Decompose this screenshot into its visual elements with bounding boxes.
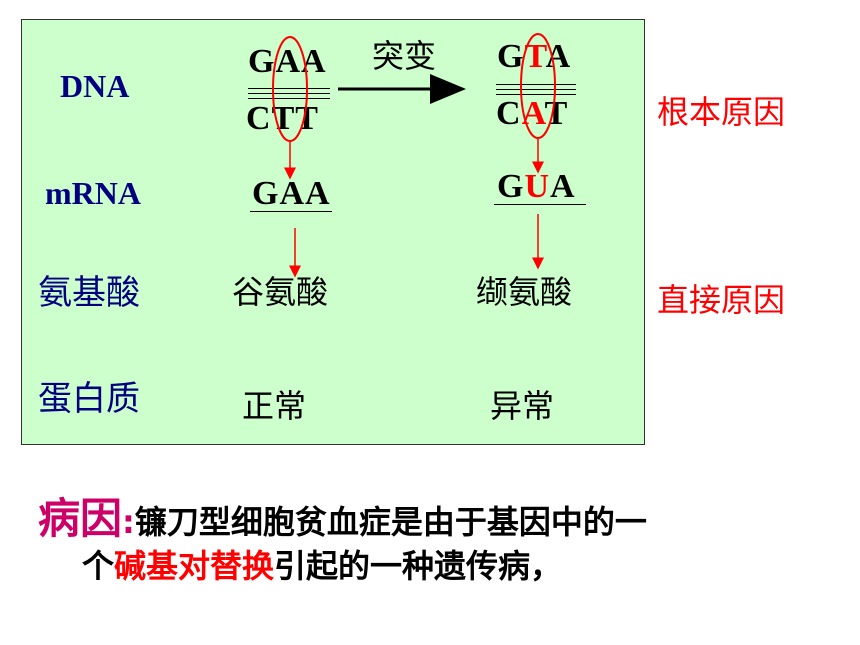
cause-title: 病因 bbox=[38, 494, 123, 543]
direct-cause-label: 直接原因 bbox=[657, 281, 786, 319]
strand-line bbox=[496, 94, 576, 95]
mutant-mrna: GUA bbox=[497, 168, 576, 205]
cause-line-1: 病因:镰刀型细胞贫血症是由于基因中的一 bbox=[38, 498, 647, 540]
strand-line bbox=[496, 89, 576, 90]
cause-text-1: 镰刀型细胞贫血症是由于基因中的一 bbox=[134, 503, 647, 541]
normal-mrna: GAA bbox=[252, 175, 331, 212]
mutant-protein: 异常 bbox=[490, 387, 555, 425]
row-label-dna: DNA bbox=[60, 68, 130, 104]
mutant-highlight-circle bbox=[520, 33, 556, 139]
strand-line bbox=[248, 98, 330, 99]
row-label-amino-acid: 氨基酸 bbox=[38, 273, 140, 313]
diagram-panel bbox=[21, 19, 645, 445]
strand-line bbox=[248, 93, 330, 94]
mutant-amino-acid: 缬氨酸 bbox=[476, 273, 573, 311]
strand-line bbox=[248, 88, 330, 89]
base-pair-substitution: 碱基对替换 bbox=[114, 547, 275, 585]
cause-colon: : bbox=[122, 503, 135, 541]
normal-amino-acid: 谷氨酸 bbox=[232, 273, 329, 311]
normal-highlight-circle bbox=[272, 36, 308, 142]
mutation-label: 突变 bbox=[372, 37, 437, 75]
strand-line bbox=[496, 84, 576, 85]
cause-line-2: 个碱基对替换引起的一种遗传病， bbox=[82, 547, 563, 585]
normal-protein: 正常 bbox=[242, 387, 307, 425]
mrna-underline bbox=[250, 211, 332, 212]
mutant-dna-top-strand: GTA bbox=[497, 38, 572, 75]
row-label-mrna: mRNA bbox=[45, 175, 141, 211]
mrna-underline bbox=[494, 204, 586, 205]
mutant-dna-bottom-strand: CAT bbox=[496, 95, 569, 132]
root-cause-label: 根本原因 bbox=[657, 93, 786, 131]
row-label-protein: 蛋白质 bbox=[38, 379, 140, 419]
